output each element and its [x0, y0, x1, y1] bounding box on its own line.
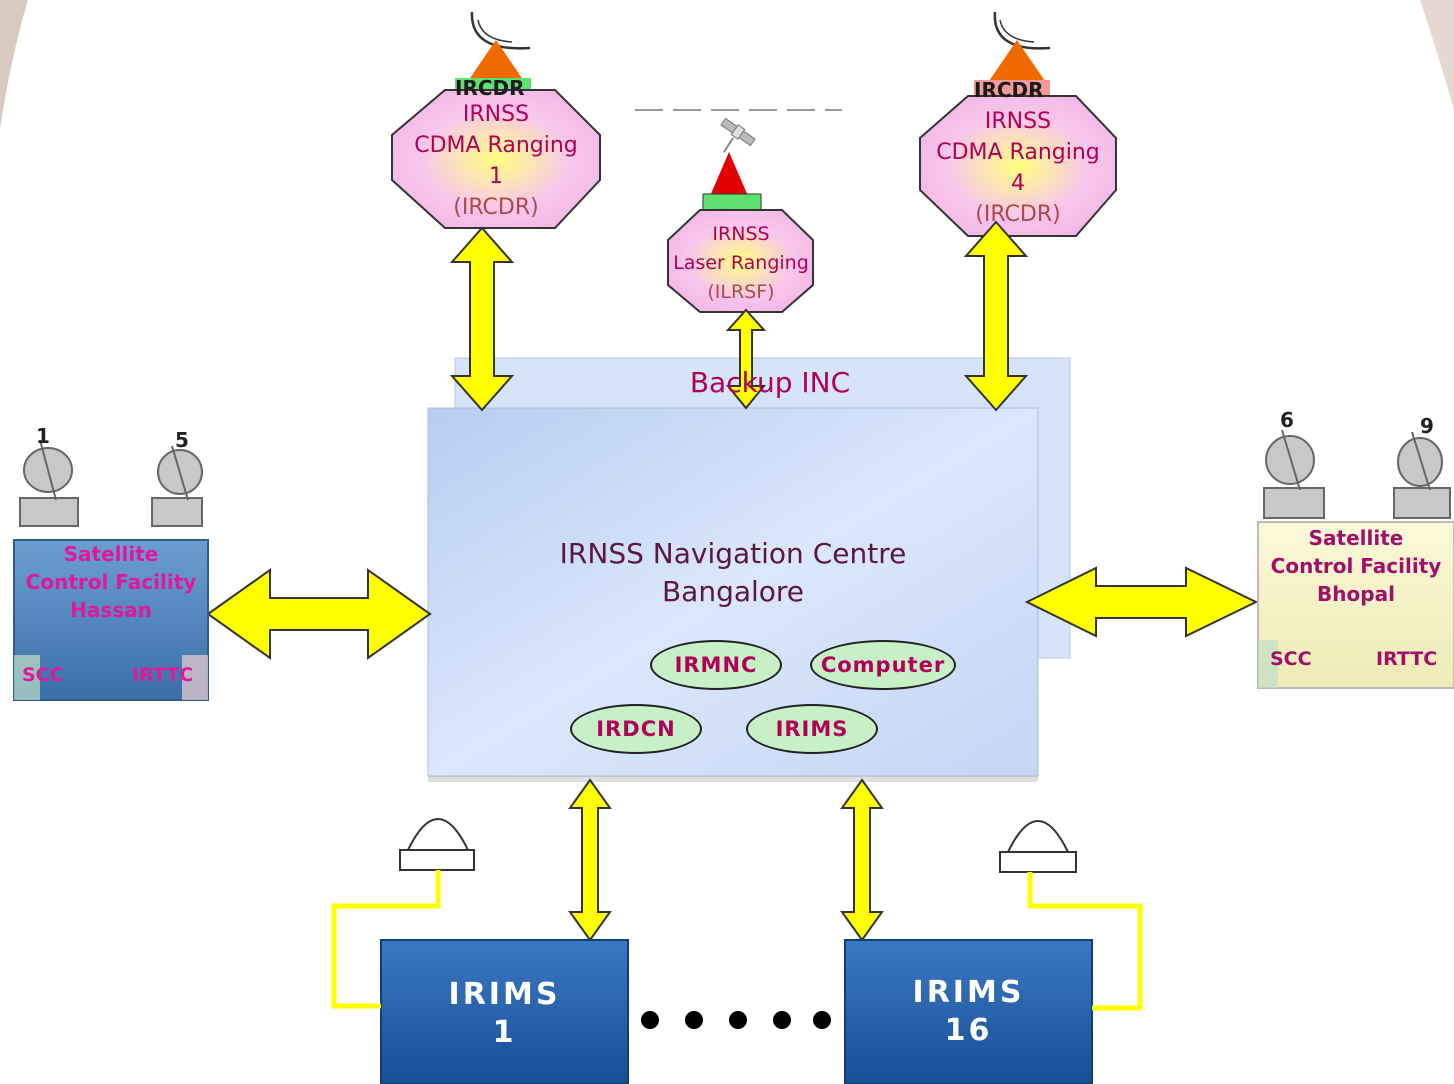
- module-computer: Computer: [810, 640, 956, 690]
- station-octagon-laser: [667, 209, 814, 313]
- irims-line: 16: [944, 1013, 993, 1048]
- module-irdcn: IRDCN: [570, 704, 702, 754]
- dish-icon: [993, 11, 1051, 50]
- irims-box-1: [380, 939, 629, 1084]
- dish-icon: [151, 445, 203, 527]
- cable-line: [331, 870, 441, 1009]
- inc-title-line: Bangalore: [661, 575, 805, 608]
- station-line: IRNSS: [462, 102, 530, 127]
- irims-line: IRIMS: [912, 975, 1025, 1010]
- arrow-cdma4-inc: [963, 220, 1029, 412]
- station-line: CDMA Ranging: [936, 140, 1100, 165]
- inc-title-line: IRNSS Navigation Centre: [559, 537, 907, 570]
- arrow-inc-irims1: [568, 778, 612, 942]
- laser-icon: [710, 152, 748, 196]
- scf-hassan-box: [13, 539, 209, 701]
- station-line: (IRCDR): [975, 202, 1061, 227]
- station-label-cdma4: IRNSS CDMA Ranging 4 (IRCDR): [918, 106, 1118, 230]
- scf-bhopal-scc: SCC: [1270, 648, 1312, 670]
- station-tag-cdma4: IRCDR: [974, 78, 1044, 102]
- ellipsis-dots: [641, 1011, 831, 1029]
- irims-line: 1: [492, 1015, 517, 1050]
- station-line: Laser Ranging: [673, 252, 809, 274]
- arrow-hassan-inc: [206, 568, 432, 660]
- antenna-icon: [466, 40, 526, 84]
- antenna-number: 5: [175, 428, 189, 452]
- cable-line: [1027, 872, 1143, 1011]
- scf-hassan-irttc: IRTTC: [132, 664, 194, 686]
- station-tag-cdma1: IRCDR: [455, 76, 525, 100]
- station-octagon-cdma1: [391, 89, 601, 229]
- dish-icon: [1263, 429, 1325, 519]
- station-label-cdma1: IRNSS CDMA Ranging 1 (IRCDR): [392, 99, 600, 223]
- station-line: 4: [1011, 171, 1025, 196]
- scf-line: Control Facility: [25, 570, 197, 594]
- station-label-laser: IRNSS Laser Ranging (ILRSF): [662, 220, 820, 307]
- antenna-number: 6: [1280, 408, 1294, 432]
- station-octagon-cdma4: [919, 95, 1117, 237]
- corner-decoration: [1420, 0, 1454, 110]
- arrow-inc-bhopal: [1024, 566, 1259, 638]
- antenna-number: 1: [36, 424, 50, 448]
- scf-bhopal-title: Satellite Control Facility Bhopal: [1258, 524, 1454, 608]
- dish-icon: [470, 11, 531, 50]
- irims-16-label: IRIMS 16: [845, 974, 1092, 1050]
- irims-line: IRIMS: [448, 977, 561, 1012]
- gnss-antenna-icon: [399, 818, 475, 871]
- inc-main-box: [427, 407, 1039, 777]
- station-line: IRNSS: [712, 223, 770, 245]
- irims-box-16: [844, 939, 1093, 1084]
- scf-line: Satellite: [1308, 526, 1404, 550]
- dish-icon: [1393, 431, 1451, 519]
- station-line: CDMA Ranging: [414, 133, 578, 158]
- antenna-number: 9: [1420, 414, 1434, 438]
- arrow-cdma1-inc: [449, 226, 515, 412]
- inc-title: IRNSS Navigation Centre Bangalore: [430, 535, 1036, 611]
- arrow-inc-irims16: [840, 778, 884, 942]
- irims-1-label: IRIMS 1: [381, 976, 628, 1052]
- station-line: IRNSS: [984, 109, 1052, 134]
- scf-hassan-title: Satellite Control Facility Hassan: [14, 540, 208, 624]
- module-irmnc: IRMNC: [650, 640, 782, 690]
- scf-line: Control Facility: [1270, 554, 1442, 578]
- satellite-icon: [720, 117, 756, 147]
- station-line: (ILRSF): [707, 281, 775, 303]
- gnss-antenna-icon: [999, 820, 1077, 873]
- station-line: 1: [489, 164, 503, 189]
- scf-line: Hassan: [70, 598, 152, 622]
- dish-icon: [19, 439, 79, 527]
- scf-bhopal-box: [1257, 521, 1454, 689]
- scf-bhopal-irttc: IRTTC: [1376, 648, 1438, 670]
- module-irims: IRIMS: [746, 704, 878, 754]
- scf-line: Bhopal: [1317, 582, 1395, 606]
- scf-line: Satellite: [63, 542, 159, 566]
- corner-decoration: [0, 0, 28, 130]
- arrow-laser-inc: [725, 308, 767, 410]
- backup-inc-label: Backup INC: [689, 366, 851, 399]
- station-line: (IRCDR): [453, 195, 539, 220]
- antenna-icon: [987, 40, 1047, 84]
- scf-hassan-scc: SCC: [22, 664, 64, 686]
